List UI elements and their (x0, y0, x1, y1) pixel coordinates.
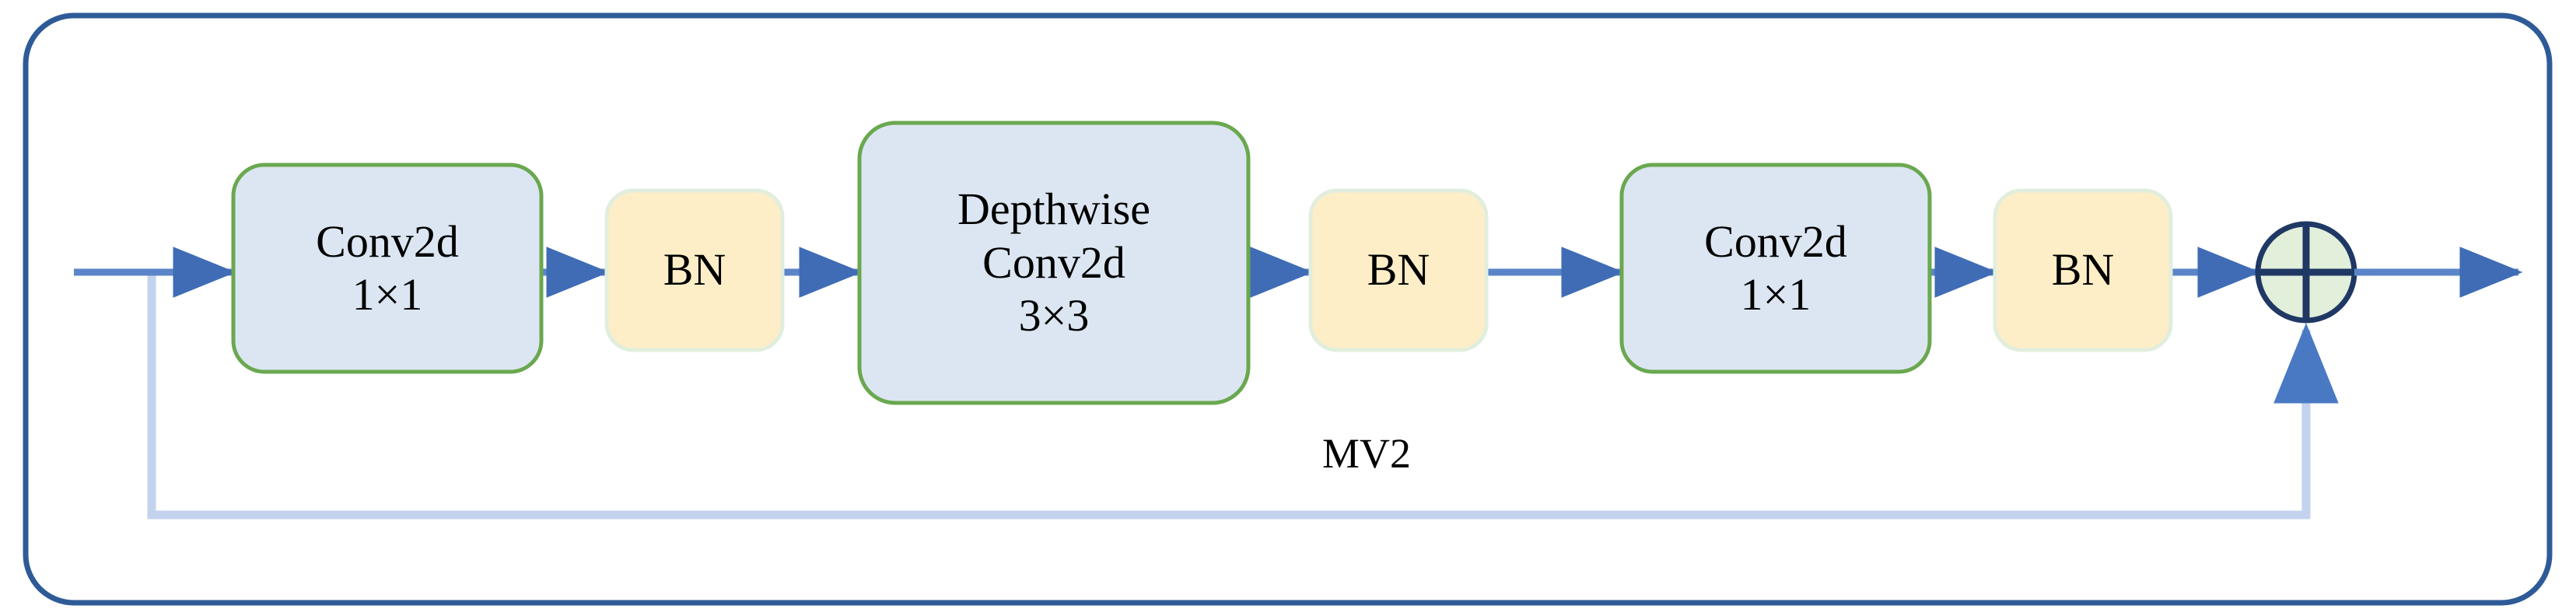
node-box-batch-norm-2[interactable] (1308, 188, 1489, 352)
node-box-conv2d-1x1-expand[interactable] (231, 163, 544, 374)
node-box-batch-norm-3[interactable] (1993, 188, 2173, 352)
node-box-batch-norm-1[interactable] (604, 188, 785, 352)
outer-container-border (23, 12, 2553, 606)
residual-add-node[interactable] (2255, 221, 2357, 324)
node-box-depthwise-conv2d-3x3[interactable] (857, 121, 1251, 405)
block-caption-mv2: MV2 (1322, 430, 1412, 477)
node-box-conv2d-1x1-project[interactable] (1619, 163, 1932, 374)
residual-skip-connection (147, 272, 2339, 520)
